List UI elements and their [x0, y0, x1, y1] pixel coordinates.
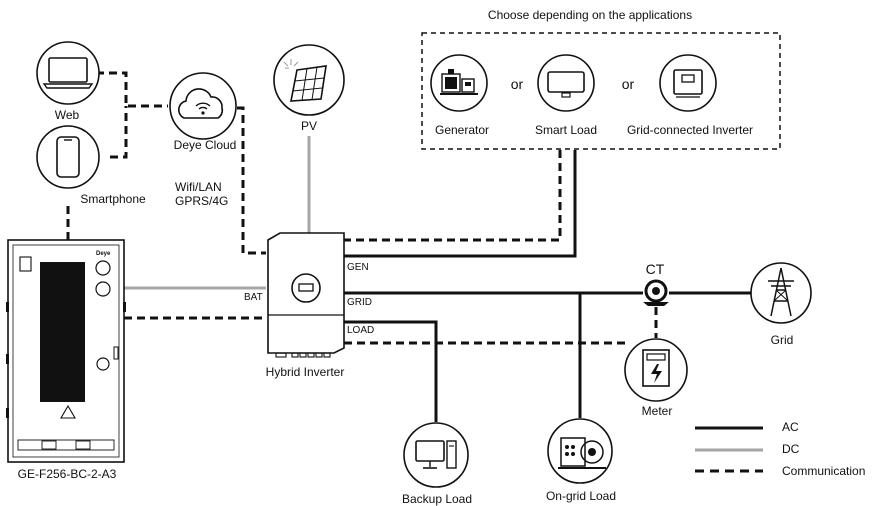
cloud-icon — [169, 72, 237, 140]
on-grid-load-label: On-grid Load — [545, 489, 617, 503]
battery-brand-logo: Deye — [96, 251, 111, 257]
ac-options-gen — [344, 150, 577, 258]
options-box — [421, 32, 781, 150]
ac-load-backup — [344, 320, 438, 422]
legend-lines — [695, 426, 763, 473]
industrial-machine-icon — [547, 418, 613, 484]
web-label: Web — [54, 108, 80, 122]
comm-cloud-inverter — [237, 106, 266, 255]
gen-port-label: GEN — [347, 262, 369, 273]
laptop-icon — [36, 41, 100, 105]
smart-load-icon — [537, 54, 595, 112]
smartphone-icon — [36, 125, 100, 189]
smart-load-label: Smart Load — [534, 123, 598, 137]
power-tower-icon — [750, 262, 812, 324]
gprs-4g-label: GPRS/4G — [175, 194, 229, 208]
backup-load-label: Backup Load — [401, 492, 473, 506]
or-label-1: or — [510, 76, 524, 92]
generator-icon — [430, 54, 488, 112]
desktop-computer-icon — [403, 422, 469, 488]
battery-model-label: GE-F256-BC-2-A3 — [17, 467, 117, 481]
generator-label: Generator — [434, 123, 490, 137]
bat-port-label: BAT — [244, 292, 263, 303]
comm-web-cloud — [96, 71, 168, 108]
grid-inverter-icon — [659, 54, 717, 112]
ct-sensor-icon — [643, 279, 669, 306]
dc-lines — [124, 136, 311, 290]
battery-cabinet — [6, 239, 126, 463]
or-label-2: or — [621, 76, 635, 92]
meter-label: Meter — [641, 404, 673, 418]
grid-label: Grid — [770, 333, 794, 347]
hybrid-inverter — [267, 232, 345, 358]
grid-inverter-label: Grid-connected Inverter — [626, 123, 754, 137]
grid-port-label: GRID — [347, 297, 372, 308]
ct-label: CT — [645, 261, 665, 277]
comm-phone-cloud — [110, 106, 128, 159]
pv-label: PV — [300, 119, 318, 133]
hybrid-inverter-label: Hybrid Inverter — [265, 365, 345, 379]
smartphone-label: Smartphone — [80, 192, 146, 206]
legend-dc-label: DC — [782, 442, 800, 456]
legend-ac-label: AC — [782, 420, 799, 434]
deye-cloud-label: Deye Cloud — [173, 138, 237, 152]
comm-options-inverter — [344, 150, 562, 242]
options-title: Choose depending on the applications — [487, 8, 693, 22]
solar-panel-icon — [273, 44, 345, 116]
meter-icon — [624, 338, 688, 402]
legend-communication-label: Communication — [782, 464, 866, 478]
ac-lines — [344, 150, 752, 422]
wifi-lan-label: Wifi/LAN — [175, 180, 222, 194]
load-port-label: LOAD — [347, 325, 375, 336]
